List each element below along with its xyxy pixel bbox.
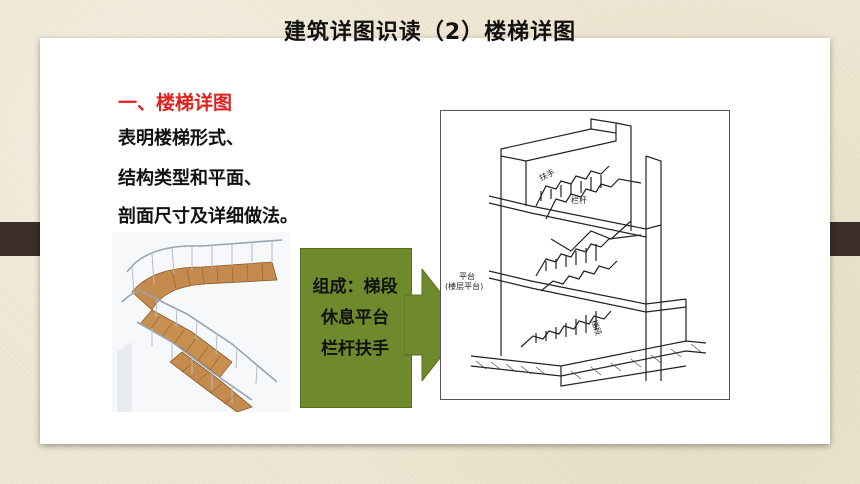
staircase-section-drawing: 扶手 栏杆 平台 (楼层平台) 梯段 bbox=[440, 110, 730, 400]
body-line-1: 表明楼梯形式、 bbox=[118, 128, 244, 149]
composition-box bbox=[300, 248, 412, 408]
label-platform-sub: (楼层平台) bbox=[445, 281, 483, 291]
section-heading: 一、楼梯详图 bbox=[118, 92, 233, 114]
label-platform: 平台 bbox=[459, 271, 475, 281]
label-railing: 栏杆 bbox=[571, 195, 587, 205]
composition-line-2: 休息平台 bbox=[321, 308, 389, 328]
composition-line-1: 组成：梯段 bbox=[312, 277, 398, 297]
body-line-3: 剖面尺寸及详细做法。 bbox=[118, 206, 298, 227]
body-line-2: 结构类型和平面、 bbox=[118, 168, 262, 189]
staircase-render-image bbox=[112, 232, 290, 412]
slide-title: 建筑详图识读（2）楼梯详图 bbox=[283, 20, 577, 45]
composition-line-3: 栏杆扶手 bbox=[321, 339, 389, 359]
